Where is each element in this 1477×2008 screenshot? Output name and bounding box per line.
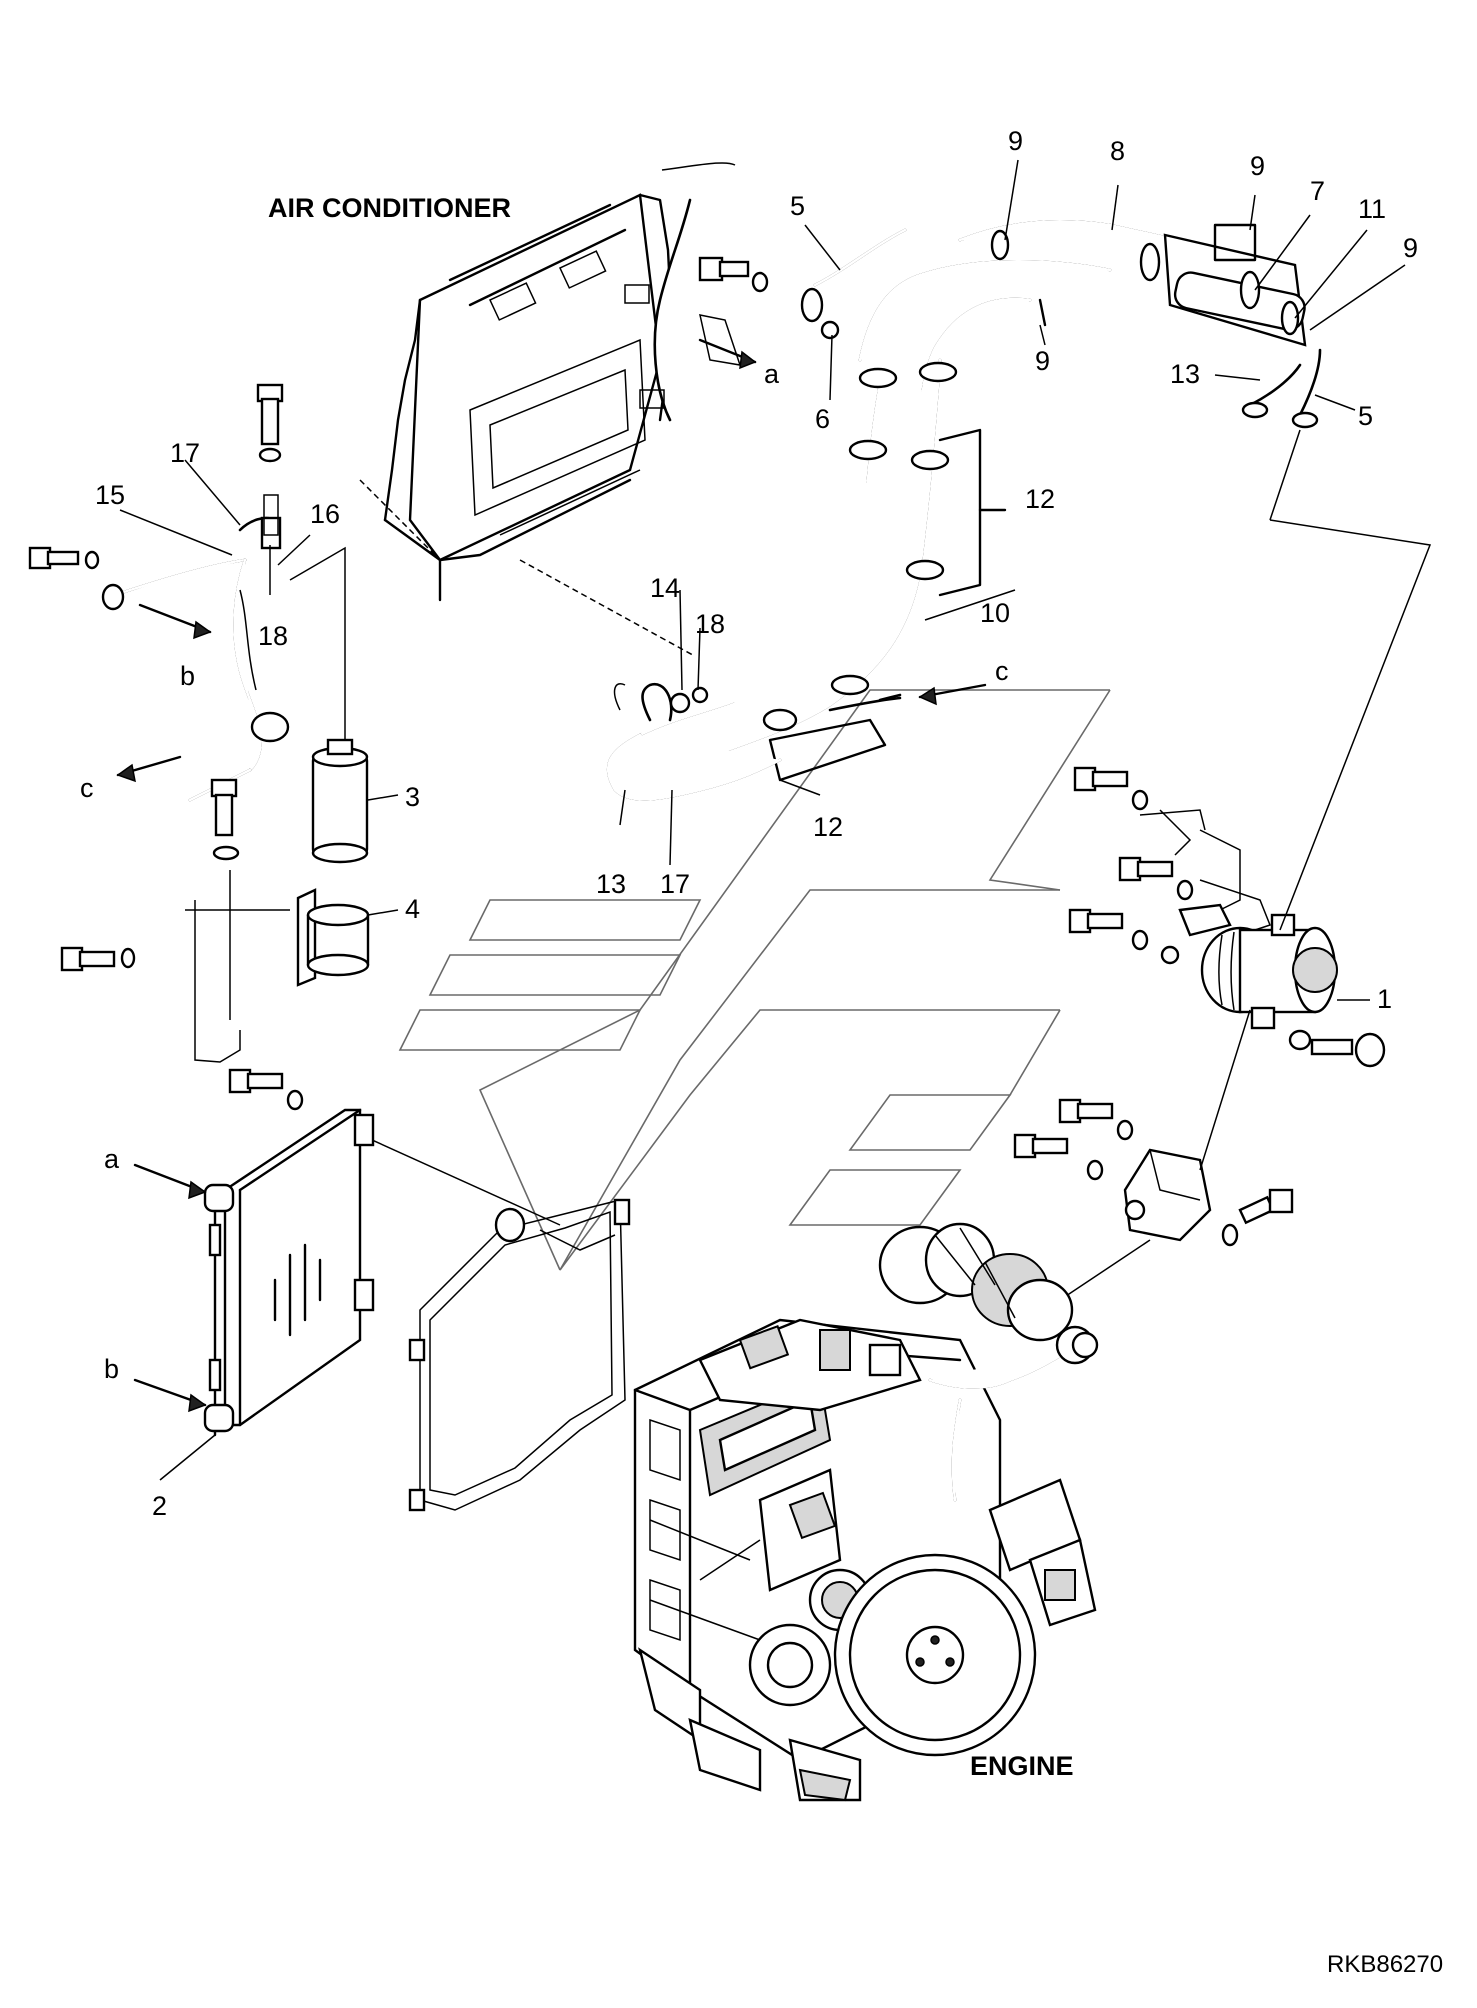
air-conditioner-unit: AIR CONDITIONER [268,162,736,671]
bolt [1073,766,1149,811]
callout-8: 8 [1110,136,1125,166]
callout-4: 4 [405,894,420,924]
bolt [1288,1029,1386,1068]
callout-5: 5 [790,191,805,221]
drawing-number: RKB86270 [1327,1951,1443,1978]
callout-1: 1 [1377,984,1392,1014]
bolt [228,1068,304,1111]
connection-label: b [180,661,195,691]
connection-arrow-b-condenser: b [104,1354,207,1413]
bolt [256,383,284,463]
bolt [1013,1133,1104,1181]
receiver-drier [311,738,369,864]
air-conditioner-heading: AIR CONDITIONER [268,193,511,223]
connection-label: a [104,1144,120,1174]
callout-5: 5 [1358,401,1373,431]
connection-label: a [764,359,780,389]
condenser [203,1068,375,1437]
connection-arrow-c-right: c [918,656,1009,706]
callout-9: 9 [1403,233,1418,263]
flywheel [833,1553,1037,1757]
bolt [1058,1098,1134,1141]
connection-arrow-a-top: a [698,314,780,389]
condenser-frame [408,1198,631,1512]
callout-9: 9 [1035,346,1050,376]
bolt [1068,908,1149,951]
callout-11: 11 [1358,194,1386,224]
compressor [1200,913,1338,1030]
bolt [1221,1188,1294,1247]
bolt [1118,856,1194,901]
callout-17: 17 [170,438,200,468]
callout-18: 18 [258,621,288,651]
callout-9: 9 [1250,151,1265,181]
callout-numbers: 9 8 9 7 11 9 5 6 9 13 5 12 10 14 18 12 1… [95,126,1418,1521]
connection-arrow-a-condenser: a [104,1144,207,1200]
connection-arrow-c-left: c [80,755,182,803]
callout-3: 3 [405,782,420,812]
callout-9: 9 [1008,126,1023,156]
callout-16: 16 [310,499,340,529]
connection-label: b [104,1354,119,1384]
callout-leaders [119,159,1406,1481]
callout-18: 18 [695,609,725,639]
bolt [698,256,769,293]
connection-label: c [995,656,1009,686]
engine: ENGINE [633,1222,1099,1802]
engine-heading: ENGINE [970,1751,1074,1781]
callout-10: 10 [980,598,1010,628]
bolt [210,778,240,861]
callout-17: 17 [660,869,690,899]
callout-2: 2 [152,1491,167,1521]
callout-15: 15 [95,480,125,510]
callout-12: 12 [1025,484,1055,514]
left-hose-assembly [28,383,370,1063]
connection-arrow-b-left: b [138,603,212,691]
callout-6: 6 [815,404,830,434]
connection-label: c [80,773,94,803]
bolt [28,546,100,570]
receiver-bracket [185,870,370,1063]
callout-12: 12 [813,812,843,842]
upper-hose-assembly [698,220,1322,432]
callout-7: 7 [1310,176,1325,206]
callout-14: 14 [650,573,680,603]
callout-13: 13 [596,869,626,899]
compressor-assembly [1013,766,1386,1247]
bolt [60,946,136,972]
callout-13: 13 [1170,359,1200,389]
watermark-logo [398,689,1111,1271]
